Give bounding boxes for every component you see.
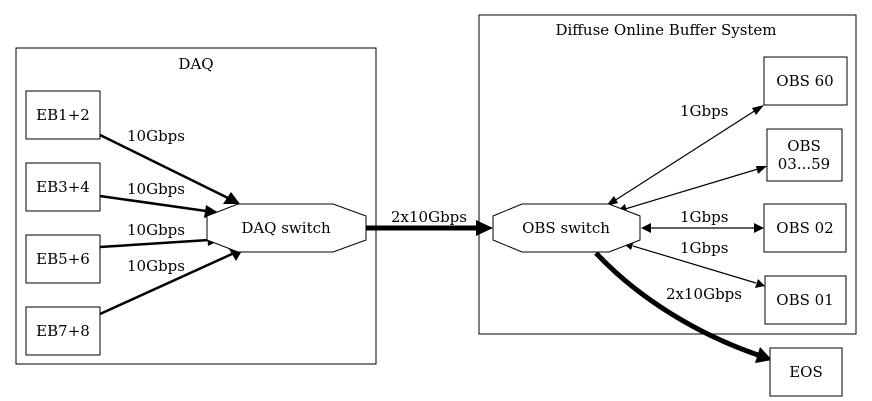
edge-eb78-daq-line: [99, 252, 233, 316]
node-obs0359: OBS 03...59: [766, 128, 843, 182]
node-eb12-label: EB1+2: [36, 106, 90, 124]
daq-cluster-box: [15, 47, 377, 365]
node-obs60-label: OBS 60: [776, 72, 833, 90]
edge-eb12-daq-line: [95, 131, 229, 200]
edge-obs-obs02-label: 1Gbps: [680, 208, 728, 226]
edge-eb78-daq: 10Gbps: [99, 249, 243, 316]
edge-obs-eos: 2x10Gbps: [594, 251, 772, 363]
node-obs02: OBS 02: [763, 203, 847, 253]
edge-daq-obs-arrowhead: [476, 220, 493, 236]
edge-obs-obs01: 1Gbps: [623, 239, 765, 288]
obs-system-cluster-box: [478, 14, 857, 335]
node-daq-switch-label: DAQ switch: [241, 219, 331, 237]
edge-eb56-daq: 10Gbps: [99, 221, 222, 249]
edge-eb12-daq: 10Gbps: [95, 127, 240, 204]
obs-system-cluster: Diffuse Online Buffer System: [478, 14, 857, 335]
edge-obs-obs02-arrowhead-end: [754, 223, 764, 233]
node-obs0359-label-line1: OBS: [787, 137, 821, 155]
edge-obs-obs60-arrowhead-end: [752, 105, 764, 115]
edge-obs-obs0359-line: [624, 168, 759, 210]
node-eb56: EB5+6: [25, 234, 101, 284]
edge-obs-obs01-arrowhead-end: [755, 279, 765, 288]
edge-obs-eos-line: [594, 251, 759, 358]
edge-obs-obs60-line: [613, 109, 757, 202]
node-obs02-box: [763, 203, 847, 253]
edge-obs-obs60-label: 1Gbps: [680, 102, 728, 120]
edge-eb34-daq-line: [99, 194, 207, 213]
edge-eb78-daq-label: 10Gbps: [127, 257, 185, 275]
node-obs0359-label-line2: 03...59: [778, 155, 830, 173]
node-eb56-label: EB5+6: [36, 250, 90, 268]
node-obs-switch-shape: [492, 203, 641, 253]
node-eos-box: [769, 347, 843, 397]
edge-eb12-daq-label: 10Gbps: [127, 127, 185, 145]
node-eb56-box: [25, 234, 101, 284]
edge-obs-obs01-line: [632, 245, 757, 284]
edge-eb12-daq-arrowhead: [223, 192, 240, 204]
node-eb34-label: EB3+4: [36, 178, 90, 196]
edge-eb34-daq: 10Gbps: [99, 180, 219, 218]
edge-obs-obs01-label: 1Gbps: [680, 239, 728, 257]
node-eos-label: EOS: [789, 363, 823, 381]
node-eos: EOS: [769, 347, 843, 397]
node-obs0359-box: [766, 128, 843, 182]
obs-system-cluster-label: Diffuse Online Buffer System: [555, 21, 776, 39]
node-eb34-box: [25, 162, 101, 212]
edge-eb56-daq-line: [99, 238, 210, 249]
node-eb34: EB3+4: [25, 162, 101, 212]
node-obs60-box: [763, 56, 848, 106]
edge-daq-obs-label: 2x10Gbps: [391, 208, 467, 226]
node-daq-switch: DAQ switch: [206, 203, 367, 253]
node-obs02-label: OBS 02: [776, 219, 833, 237]
edge-eb34-daq-arrowhead: [204, 205, 219, 218]
node-obs-switch-label: OBS switch: [522, 219, 610, 237]
node-obs-switch: OBS switch: [492, 203, 641, 253]
edge-eb56-daq-label: 10Gbps: [127, 221, 185, 239]
edge-obs-obs0359: [616, 166, 767, 212]
node-daq-switch-shape: [206, 203, 367, 253]
edge-daq-obs: 2x10Gbps: [366, 208, 493, 236]
node-obs01-box: [764, 275, 847, 325]
node-obs01-label: OBS 01: [776, 291, 833, 309]
daq-cluster: DAQ: [15, 47, 377, 365]
node-eb12-box: [25, 90, 101, 140]
edge-obs-obs02-arrowhead-start: [641, 223, 651, 233]
node-eb78: EB7+8: [25, 306, 101, 356]
edge-eb34-daq-label: 10Gbps: [127, 180, 185, 198]
node-eb12: EB1+2: [25, 90, 101, 140]
node-obs01: OBS 01: [764, 275, 847, 325]
node-eb78-box: [25, 306, 101, 356]
edge-obs-obs0359-arrowhead-end: [756, 166, 767, 174]
node-eb78-label: EB7+8: [36, 322, 90, 340]
edge-obs-obs02: 1Gbps: [641, 208, 764, 233]
node-obs60: OBS 60: [763, 56, 848, 106]
daq-cluster-label: DAQ: [178, 55, 213, 73]
edge-obs-eos-arrowhead: [755, 347, 772, 363]
edge-obs-obs60: 1Gbps: [606, 102, 764, 206]
edge-obs-eos-label: 2x10Gbps: [666, 285, 742, 303]
